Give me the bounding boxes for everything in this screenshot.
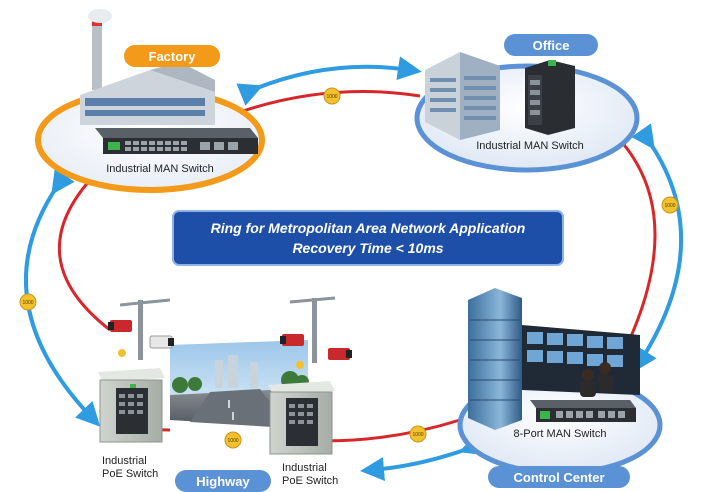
speed-badge-top: 1000 [323, 87, 341, 105]
right-poe-label-1: Industrial [282, 462, 327, 474]
link-speed-badges: 1000 1000 1000 1000 1000 [19, 87, 679, 449]
svg-text:1000: 1000 [22, 300, 33, 306]
control-device-label: 8-Port MAN Switch [514, 428, 607, 440]
poe-switch-icon [116, 384, 148, 434]
office-building-icon [425, 52, 500, 140]
factory-tag [124, 45, 220, 67]
control-center-node: 8-Port MAN Switch Control Center [457, 288, 663, 488]
title-box: Ring for Metropolitan Area Network Appli… [172, 210, 564, 266]
svg-text:1000: 1000 [227, 438, 238, 444]
ip-camera-icon [280, 334, 352, 360]
speed-badge-bottom-left: 1000 [224, 431, 242, 449]
left-poe-label-1: Industrial [102, 455, 147, 467]
right-camera-pole [280, 296, 352, 369]
highway-tag [175, 470, 271, 492]
svg-text:1000: 1000 [664, 203, 675, 209]
right-poe-label-2: PoE Switch [282, 475, 338, 487]
svg-text:1000: 1000 [412, 432, 423, 438]
left-cabinet [98, 368, 165, 443]
svg-text:1000: 1000 [326, 94, 337, 100]
ip-camera-icon [108, 320, 174, 349]
control-tower-icon [468, 288, 522, 430]
control-tag-label: Control Center [514, 470, 605, 485]
office-tag-label: Office [533, 38, 570, 53]
din-rail-switch-icon [525, 60, 575, 135]
factory-tag-label: Factory [149, 49, 197, 64]
highway-node: Industrial PoE Switch Industrial PoE Swi… [98, 296, 352, 492]
speed-badge-left: 1000 [19, 293, 37, 311]
rack-switch-icon [530, 400, 636, 422]
speed-badge-bottom-right: 1000 [409, 425, 427, 443]
speed-badge-right: 1000 [661, 196, 679, 214]
left-camera-pole [108, 298, 174, 360]
arrow-office-control [631, 123, 683, 373]
highway-tag-label: Highway [196, 474, 250, 489]
factory-device-label: Industrial MAN Switch [106, 163, 214, 175]
title-line-2: Recovery Time < 10ms [292, 240, 443, 256]
factory-node: Industrial MAN Switch Factory [35, 9, 265, 193]
control-tag [488, 466, 630, 488]
left-poe-label-2: PoE Switch [102, 468, 158, 480]
poe-switch-icon [286, 398, 318, 446]
factory-building-icon [80, 9, 215, 125]
operator-icon [580, 362, 614, 397]
arrow-factory-office [236, 56, 422, 106]
arrow-control-highway [360, 432, 486, 481]
right-cabinet [268, 381, 335, 455]
office-node: Industrial MAN Switch Office [414, 34, 640, 173]
office-device-label: Industrial MAN Switch [476, 140, 584, 152]
office-tag [504, 34, 598, 56]
title-line-1: Ring for Metropolitan Area Network Appli… [211, 220, 526, 236]
rack-switch-icon [95, 128, 258, 154]
